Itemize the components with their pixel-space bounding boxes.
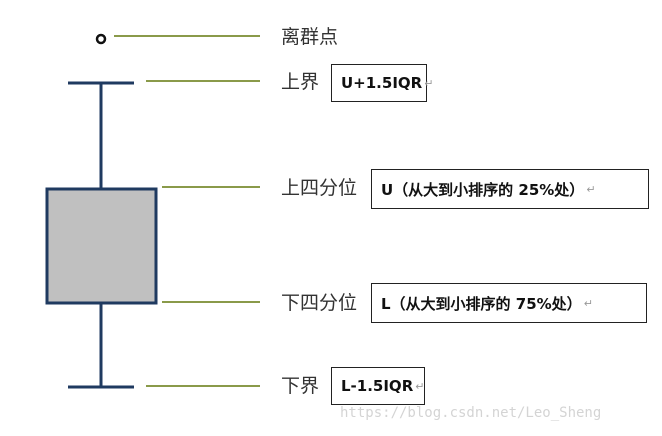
paragraph-mark-4: ↵ [415, 379, 425, 393]
interquartile-box [45, 187, 158, 305]
watermark-url: https://blog.csdn.net/Leo_Sheng [340, 405, 602, 421]
upper-fence-note: U+1.5IQR ↵ [331, 64, 433, 102]
paragraph-mark-3: ↵ [583, 296, 593, 310]
lower-quartile-note: L（从大到小排序的 75%处） ↵ [371, 283, 647, 323]
lower-fence-note-text: L-1.5IQR [341, 377, 414, 395]
upper-fence-note-text: U+1.5IQR [341, 74, 423, 92]
lower-fence-note: L-1.5IQR ↵ [331, 367, 425, 405]
paragraph-mark-1: ↵ [424, 76, 434, 90]
lower-quartile-label: 下四分位 [281, 292, 358, 314]
upper-quartile-note: U（从大到小排序的 25%处） ↵ [371, 169, 649, 209]
upper-fence-label: 上界 [281, 71, 320, 93]
upper-quartile-note-text: U（从大到小排序的 25%处） [381, 180, 585, 199]
lower-quartile-note-text: L（从大到小排序的 75%处） [381, 294, 582, 313]
lower-fence-label: 下界 [281, 375, 320, 397]
outlier-label: 离群点 [281, 26, 339, 48]
outlier-point [95, 33, 107, 45]
upper-quartile-label: 上四分位 [281, 177, 358, 199]
paragraph-mark-2: ↵ [586, 182, 596, 196]
